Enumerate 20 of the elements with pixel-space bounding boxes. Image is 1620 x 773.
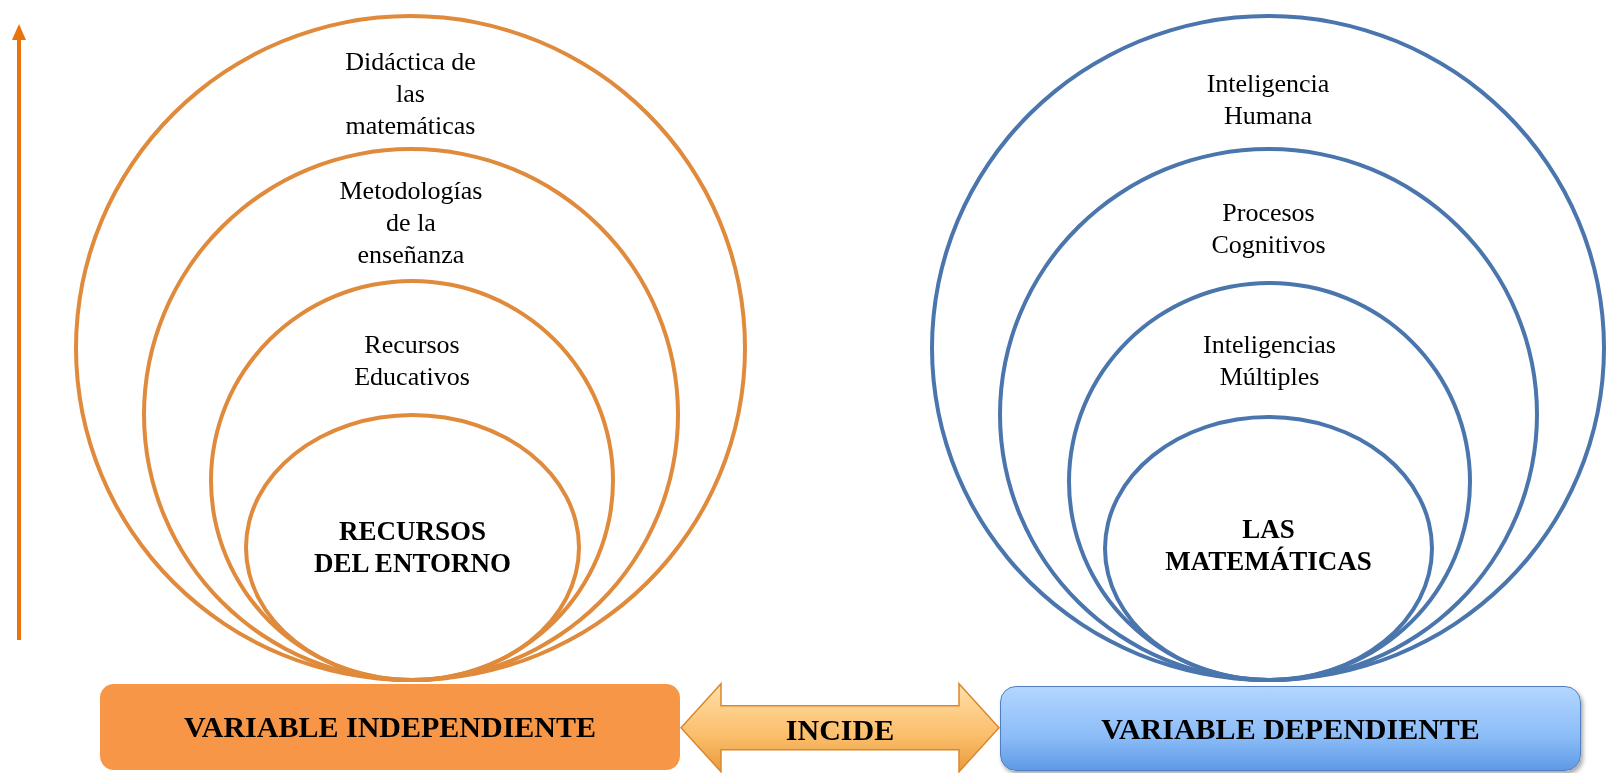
nested-circle <box>930 14 1606 682</box>
nested-circle <box>74 14 747 682</box>
circle-label: Didáctica de las matemáticas <box>344 46 477 142</box>
nested-circle <box>998 147 1539 682</box>
edge-label: INCIDE <box>785 712 895 747</box>
box-label: VARIABLE DEPENDIENTE <box>1101 711 1480 746</box>
circle-label: Inteligencias Múltiples <box>1202 329 1337 393</box>
nested-circle <box>142 147 680 682</box>
circle-label: Inteligencia Humana <box>1205 68 1331 132</box>
circle-label: LAS MATEMÁTICAS <box>1164 513 1373 577</box>
variable-box <box>100 684 680 770</box>
nested-circle <box>1067 281 1472 682</box>
variable-box <box>1000 686 1581 771</box>
circle-label: Procesos Cognitivos <box>1210 197 1327 261</box>
box-label: VARIABLE INDEPENDIENTE <box>183 710 596 744</box>
double-block-arrow <box>680 681 1000 773</box>
circle-label: Metodologías de la enseñanza <box>338 175 484 271</box>
circle-label: RECURSOS DEL ENTORNO <box>313 515 512 579</box>
circle-label: Recursos Educativos <box>353 329 471 393</box>
nested-circle <box>1103 415 1434 682</box>
